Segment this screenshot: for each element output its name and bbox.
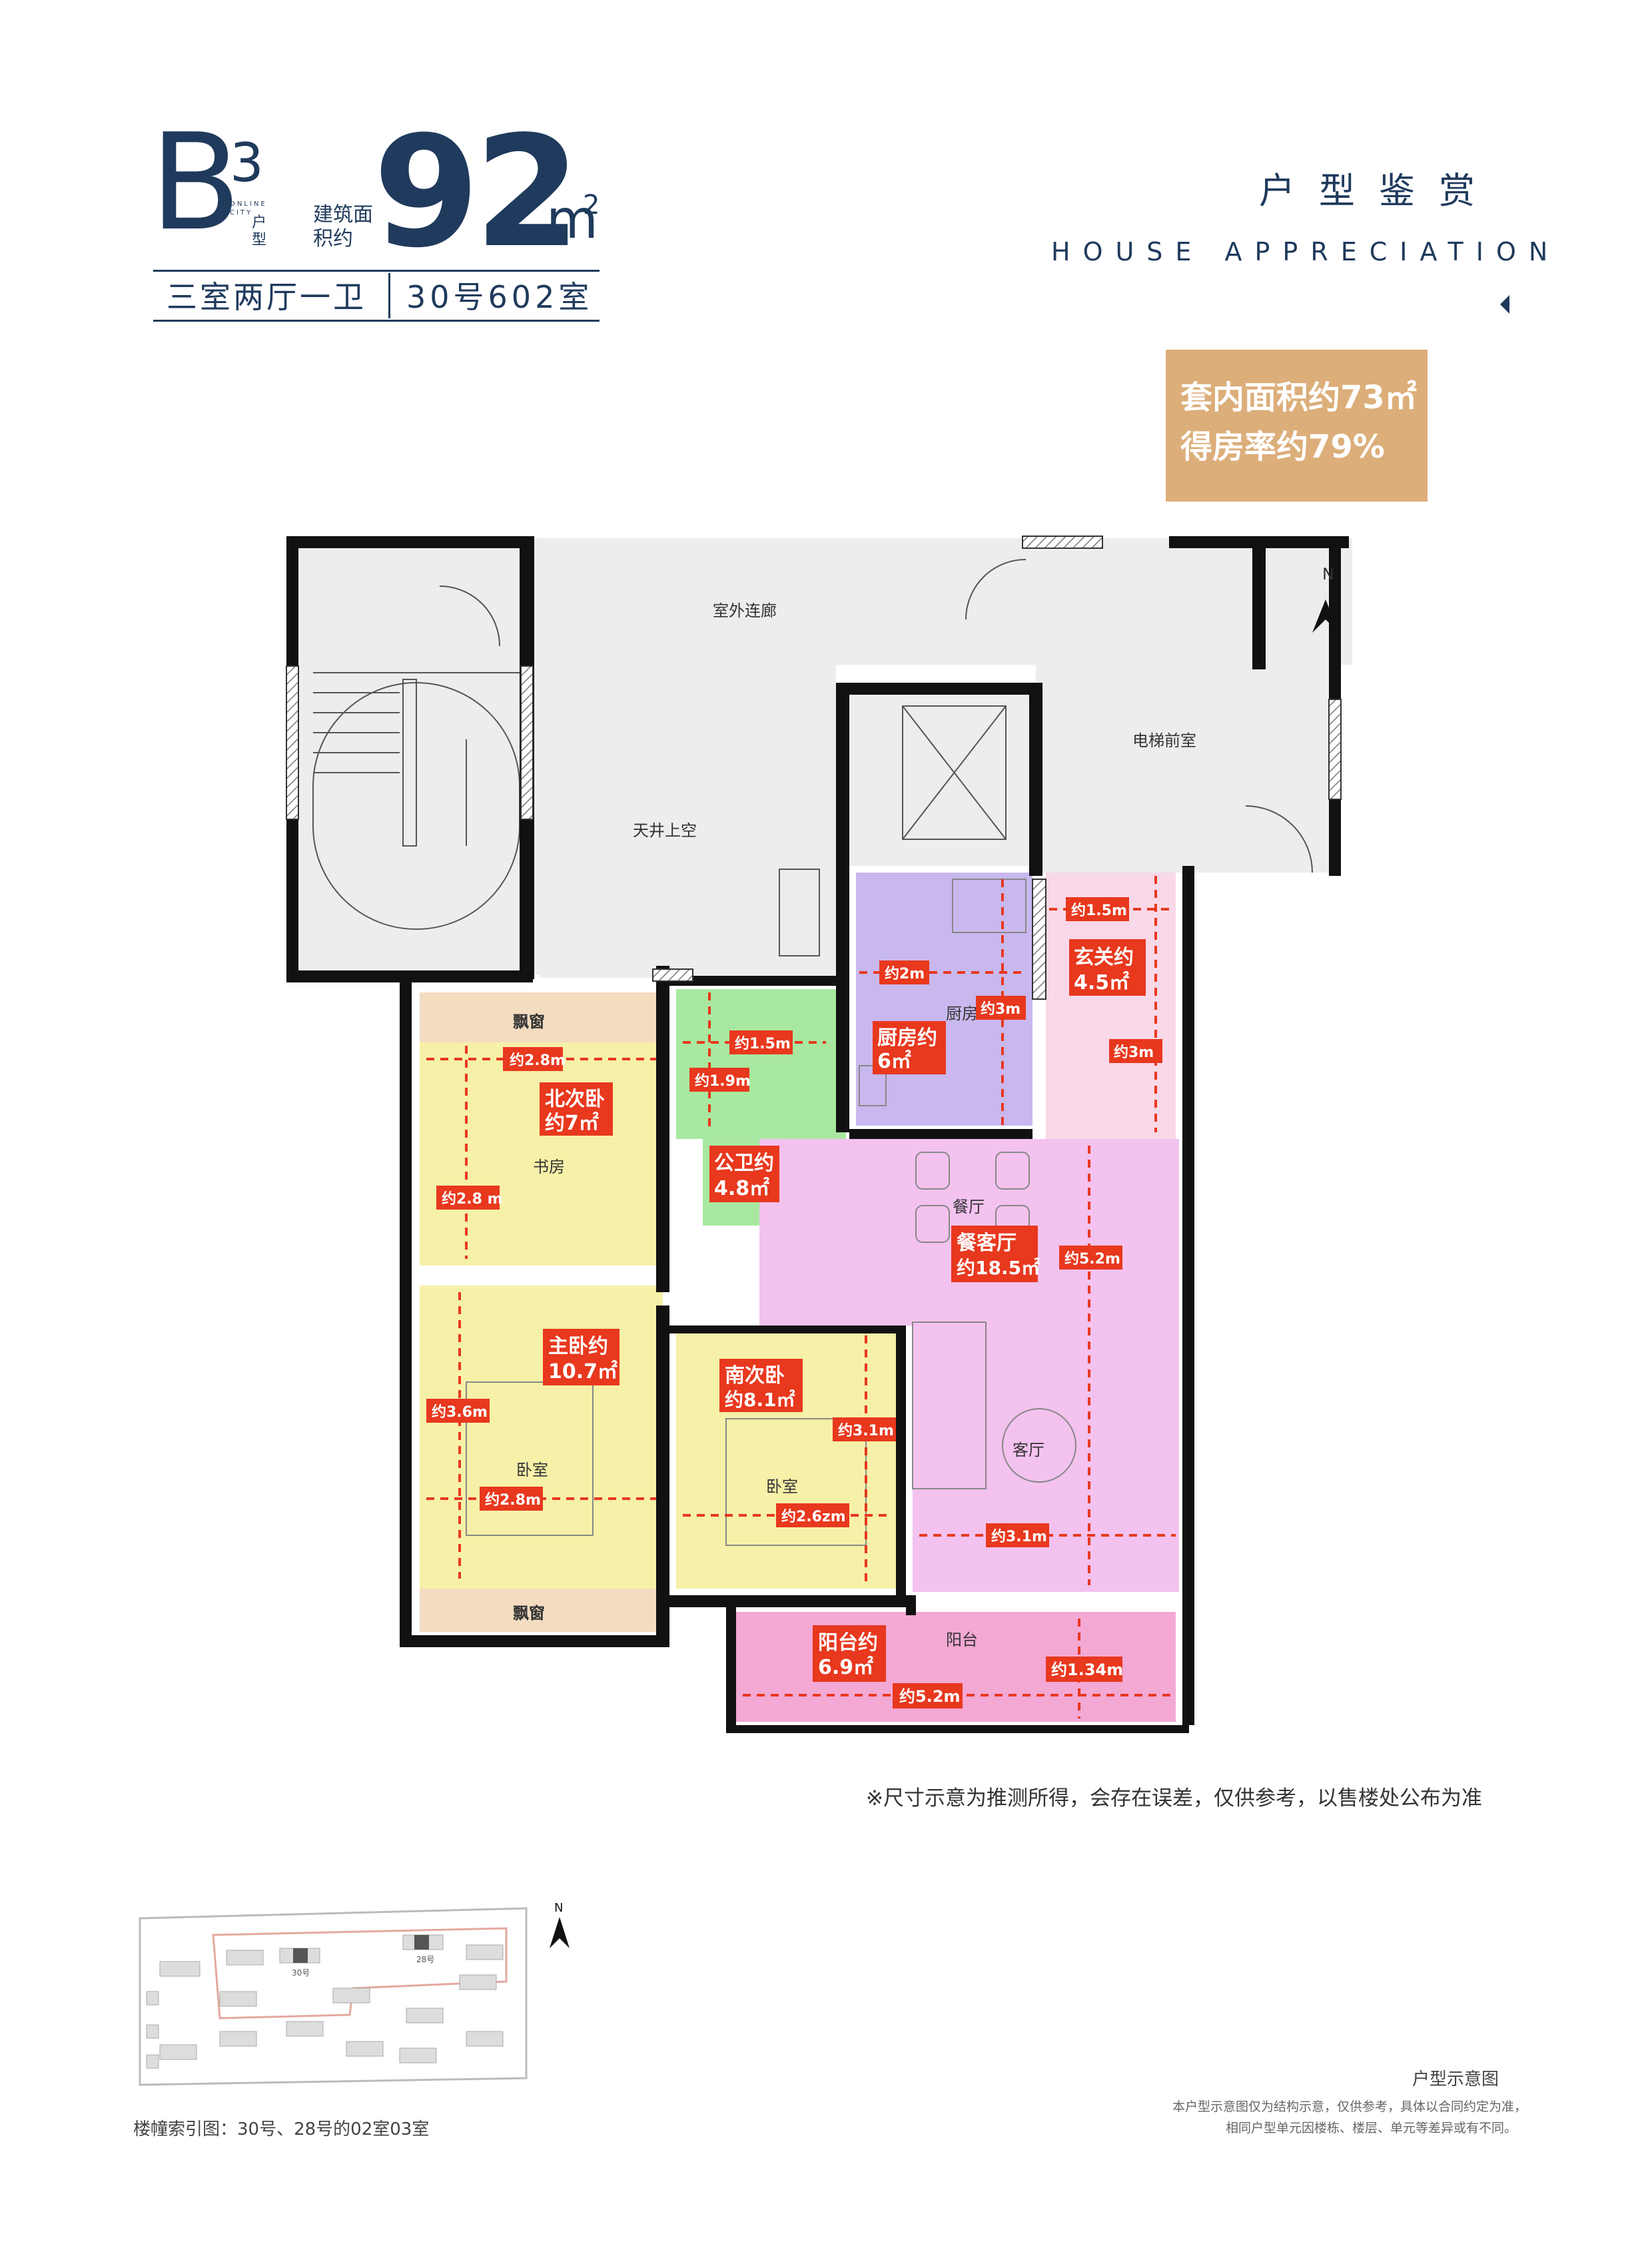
title-separator bbox=[388, 273, 390, 318]
south-room-label: 卧室 bbox=[766, 1477, 798, 1496]
triangle-marker-icon bbox=[1500, 295, 1509, 314]
elevator-hall-label: 电梯前室 bbox=[1132, 731, 1196, 750]
inner-area-text: 套内面积约73㎡ bbox=[1180, 379, 1417, 416]
svg-text:公卫约: 公卫约 bbox=[714, 1152, 774, 1175]
svg-text:约1.5m: 约1.5m bbox=[735, 1035, 791, 1052]
bay-window-north bbox=[420, 992, 663, 1042]
svg-text:约3m: 约3m bbox=[1114, 1044, 1154, 1061]
build-area-caption: 建筑面积约 bbox=[313, 203, 373, 250]
svg-text:6㎡: 6㎡ bbox=[877, 1050, 911, 1073]
area-badge bbox=[1166, 350, 1428, 502]
brand-mark: ONLINE CITY bbox=[230, 200, 267, 216]
dimension-disclaimer: ※尺寸示意为推测所得，会存在误差，仅供参考，以售楼处公布为准 bbox=[866, 1786, 1482, 1810]
svg-text:约2.8 m: 约2.8 m bbox=[442, 1190, 503, 1208]
svg-text:厨房约: 厨房约 bbox=[877, 1026, 937, 1050]
build-area-unit-sup: 2 bbox=[583, 190, 600, 220]
unit-type-number: 3 bbox=[230, 132, 264, 194]
svg-text:6.9㎡: 6.9㎡ bbox=[818, 1656, 873, 1679]
svg-text:约8.1㎡: 约8.1㎡ bbox=[725, 1389, 795, 1411]
north-bedroom bbox=[420, 1042, 663, 1266]
svg-text:约2.8m: 约2.8m bbox=[510, 1052, 566, 1069]
svg-text:约3.6m: 约3.6m bbox=[432, 1403, 488, 1421]
site-plan: 30号 28号 N bbox=[139, 1901, 570, 2086]
legend-note: 本户型示意图仅为结构示意，仅供参考，具体以合同约定为准， bbox=[1172, 2099, 1527, 2114]
master-bedroom bbox=[420, 1286, 663, 1589]
title-rule bbox=[153, 270, 600, 272]
atrium-label: 天井上空 bbox=[633, 821, 697, 840]
dining-room-label: 餐厅 bbox=[953, 1198, 985, 1216]
legend-note: 相同户型单元因楼栋、楼层、单元等差异或有不同。 bbox=[1226, 2121, 1517, 2135]
north-arrow-icon bbox=[550, 1917, 570, 1948]
corridor-label: 室外连廊 bbox=[713, 601, 777, 620]
site-bldg-28: 28号 bbox=[416, 1955, 434, 1964]
page-title: 户型鉴赏 bbox=[1259, 170, 1499, 212]
room-fills bbox=[420, 873, 1179, 1722]
svg-text:约5.2m: 约5.2m bbox=[899, 1687, 961, 1706]
bath-upper bbox=[676, 989, 846, 1139]
bay-window-south bbox=[420, 1589, 663, 1632]
legend-title: 户型示意图 bbox=[1412, 2069, 1499, 2089]
common-area bbox=[293, 538, 1352, 978]
site-index-caption: 楼幢索引图：30号、28号的02室03室 bbox=[133, 2119, 430, 2139]
kitchen-room-label: 厨房 bbox=[946, 1004, 978, 1023]
svg-text:10.7㎡: 10.7㎡ bbox=[548, 1360, 618, 1383]
svg-text:约3.1m: 约3.1m bbox=[991, 1528, 1047, 1545]
svg-text:约3.1m: 约3.1m bbox=[838, 1422, 894, 1439]
unit-number: 30号602室 bbox=[406, 279, 594, 315]
svg-text:约7㎡: 约7㎡ bbox=[545, 1112, 599, 1135]
svg-text:约2.6zm: 约2.6zm bbox=[781, 1508, 846, 1525]
wall-hatch bbox=[286, 536, 1342, 1000]
study-label: 书房 bbox=[533, 1158, 565, 1176]
svg-text:约2m: 约2m bbox=[885, 965, 925, 982]
plan-north-label: N bbox=[1322, 565, 1334, 583]
efficiency-text: 得房率约79% bbox=[1180, 428, 1385, 466]
svg-text:约1.34m: 约1.34m bbox=[1051, 1661, 1123, 1679]
bay-window-south-label: 飘窗 bbox=[513, 1604, 545, 1623]
bay-window-north-label: 飘窗 bbox=[513, 1012, 545, 1031]
unit-type-caption: 户型 bbox=[252, 214, 267, 248]
unit-type-letter: B bbox=[150, 105, 242, 260]
build-area-unit: m bbox=[546, 188, 598, 250]
svg-text:约2.8m: 约2.8m bbox=[485, 1491, 541, 1509]
site-bldg-30: 30号 bbox=[292, 1968, 310, 1978]
balcony-room-label: 阳台 bbox=[946, 1631, 978, 1649]
svg-text:餐客厅: 餐客厅 bbox=[957, 1232, 1017, 1255]
svg-text:阳台约: 阳台约 bbox=[818, 1631, 878, 1655]
stair-and-elevator bbox=[312, 559, 1313, 956]
svg-text:4.5㎡: 4.5㎡ bbox=[1074, 971, 1129, 994]
svg-text:约18.5㎡: 约18.5㎡ bbox=[957, 1257, 1040, 1279]
svg-text:约1.5m: 约1.5m bbox=[1071, 902, 1127, 919]
hallway bbox=[669, 1226, 756, 1325]
room-config: 三室两厅一卫 bbox=[167, 279, 366, 315]
master-room-label: 卧室 bbox=[516, 1461, 548, 1479]
living-room-label: 客厅 bbox=[1013, 1441, 1044, 1459]
svg-text:主卧约: 主卧约 bbox=[548, 1335, 608, 1358]
page-subtitle: HOUSE APPRECIATION bbox=[1051, 237, 1561, 266]
walls bbox=[286, 536, 1349, 1733]
site-north-label: N bbox=[554, 1901, 563, 1915]
furniture bbox=[466, 879, 1076, 1546]
north-arrow-plan bbox=[1312, 599, 1339, 633]
svg-text:4.8㎡: 4.8㎡ bbox=[714, 1177, 769, 1200]
room-tags: 北次卧 约7㎡ 公卫约 4.8㎡ 厨房约 6㎡ 玄关约 4.5㎡ 餐客厅 约18… bbox=[540, 939, 1146, 1682]
svg-text:玄关约: 玄关约 bbox=[1074, 946, 1134, 969]
title-rule bbox=[153, 320, 600, 322]
svg-text:约5.2m: 约5.2m bbox=[1064, 1250, 1120, 1268]
build-area-value: 92 bbox=[373, 104, 581, 282]
svg-text:北次卧: 北次卧 bbox=[545, 1088, 605, 1111]
svg-text:南次卧: 南次卧 bbox=[725, 1364, 785, 1387]
svg-text:约1.9m: 约1.9m bbox=[695, 1072, 751, 1090]
svg-text:约3m: 约3m bbox=[981, 1000, 1021, 1018]
dimension-tags: 约2.8m 约2.8 m 约1.5m 约1.9m 约2m 约3m 约1.5m 约… bbox=[426, 897, 1162, 1708]
